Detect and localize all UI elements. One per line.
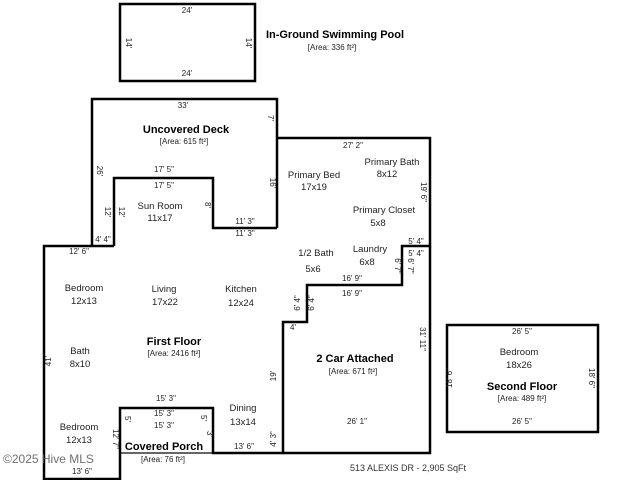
second-floor-dim-right: 18' 6" xyxy=(587,368,596,388)
room-name: Kitchen xyxy=(225,284,257,295)
porch-dim-right: 5' xyxy=(199,415,208,421)
sunroom-outline xyxy=(112,176,277,246)
second-floor-title: Second Floor xyxy=(487,381,558,393)
garage-area: [Area: 671 ft²] xyxy=(329,367,377,376)
deck-dim-sun-left: 12' xyxy=(103,207,112,218)
second-floor-dim-left: 18' 6" xyxy=(445,368,454,388)
primary-dim-left: 16' xyxy=(268,178,277,189)
garage-outline xyxy=(283,246,432,455)
sunroom-dim-bottom: 11' 3" xyxy=(235,229,255,238)
sunroom-dim-left: 12' xyxy=(117,207,126,218)
room-name: Laundry xyxy=(353,244,388,255)
room-name: Bedroom xyxy=(60,422,99,433)
room-name: Dining xyxy=(230,403,257,414)
second-floor-room-name: Bedroom xyxy=(500,347,539,358)
stair-dim-2: 6' 7" xyxy=(406,258,415,274)
porch-dim-in1: 15' 3" xyxy=(154,409,174,418)
porch-dim-right3: 5' xyxy=(123,416,132,422)
first-floor-dim-top-right: 5' 4" xyxy=(408,237,424,246)
first-floor-title: First Floor xyxy=(147,336,202,348)
porch-title: Covered Porch xyxy=(125,441,204,453)
pool-dim-bottom: 24' xyxy=(182,69,193,78)
first-floor-dim-right-mid: 19' xyxy=(269,370,278,381)
second-floor-area: [Area: 489 ft²] xyxy=(498,394,546,403)
room-size: 17x22 xyxy=(152,297,178,308)
room-name: Primary Bath xyxy=(365,157,420,168)
room-size: 12x24 xyxy=(228,298,254,309)
first-floor-dim-bottom-mid: 13' 6" xyxy=(234,442,254,451)
porch-dim-left: 12' 7" xyxy=(111,429,120,449)
primary-dim-top: 27' 2" xyxy=(343,141,363,150)
room-name: 1/2 Bath xyxy=(298,248,333,259)
sunroom-dim-right: 8' xyxy=(203,202,212,208)
copyright-watermark: ©2025 Hive MLS xyxy=(3,452,94,466)
laundry-dim-bottom: 16' 9" xyxy=(342,289,362,298)
first-floor-dim-right-low: 4' 3" xyxy=(269,431,278,447)
room-name: Primary Closet xyxy=(353,205,416,216)
first-floor-dim-top-left: 12' 6" xyxy=(69,247,89,256)
room-size: 8x12 xyxy=(377,169,398,180)
pool-dim-top: 24' xyxy=(182,6,193,15)
room-size: 12x13 xyxy=(71,296,97,307)
address-caption: 513 ALEXIS DR - 2,905 SqFt xyxy=(350,463,467,473)
laundry-dim-top: 16' 9" xyxy=(342,274,362,283)
pool-title: In-Ground Swimming Pool xyxy=(266,29,404,41)
pool-dim-right: 14' xyxy=(244,38,253,49)
deck-area: [Area: 615 ft²] xyxy=(160,137,208,146)
garage-title: 2 Car Attached xyxy=(316,353,393,365)
porch-dim-top: 15' 3" xyxy=(156,394,176,403)
porch-dim-in2: 15' 3" xyxy=(154,421,174,430)
deck-dim-top: 33' xyxy=(178,101,189,110)
room-name: Bath xyxy=(70,346,90,357)
room-name: Bedroom xyxy=(65,283,104,294)
first-floor-dim-step3: 6' 4" xyxy=(307,295,316,311)
deck-title: Uncovered Deck xyxy=(143,124,230,136)
porch-inner-outline xyxy=(119,407,214,454)
sunroom-dim-inner: 17' 5" xyxy=(154,181,174,190)
room-size: 13x14 xyxy=(230,417,256,428)
first-floor-area: [Area: 2416 ft²] xyxy=(148,349,201,358)
porch-dim-right2: 3' xyxy=(205,431,214,437)
first-floor-dim-left: 41' xyxy=(44,355,53,366)
room-name: Living xyxy=(152,284,177,295)
first-floor-dim-bottom-left: 13' 6" xyxy=(72,467,92,476)
room-size: 8x10 xyxy=(70,359,91,370)
first-floor-dim-step1: 4' xyxy=(290,323,296,332)
sunroom-size: 11x17 xyxy=(147,213,172,224)
room-size: 5x8 xyxy=(370,218,385,229)
room-size: 17x19 xyxy=(301,182,327,193)
deck-dim-step: 4' 4" xyxy=(95,235,111,244)
first-floor-dim-step2: 6' 4" xyxy=(293,295,302,311)
second-floor-dim-bottom: 26' 5" xyxy=(512,417,532,426)
second-floor-room-size: 18x26 xyxy=(506,360,532,371)
deck-dim-left: 26' xyxy=(95,166,104,177)
deck-dim-right: 7' xyxy=(266,115,275,121)
room-name: Primary Bed xyxy=(288,170,340,181)
sunroom-dim-outer: 17' 5" xyxy=(154,165,174,174)
second-floor-outline xyxy=(445,323,600,434)
first-floor-dim-top-right2: 5' 4" xyxy=(408,249,424,258)
porch-area: [Area: 76 ft²] xyxy=(141,455,185,464)
garage-dim-right: 31' 11" xyxy=(418,327,427,351)
second-floor-dim-top: 26' 5" xyxy=(512,327,532,336)
pool-outline xyxy=(118,2,257,83)
pool-dim-left: 14' xyxy=(124,38,133,49)
stair-dim-1: 6' 7" xyxy=(393,258,402,274)
garage-dim-bottom: 26' 1" xyxy=(347,417,367,426)
room-size: 12x13 xyxy=(66,435,92,446)
deck-outline xyxy=(90,97,279,246)
deck-dim-bottom: 11' 3" xyxy=(235,217,255,226)
room-size: 5x6 xyxy=(305,264,320,275)
primary-dim-right: 19' 6" xyxy=(419,182,428,202)
pool-area: [Area: 336 ft²] xyxy=(308,43,356,52)
first-floor-outline xyxy=(42,136,432,480)
room-size: 6x8 xyxy=(359,257,374,268)
sunroom-name: Sun Room xyxy=(138,201,183,212)
